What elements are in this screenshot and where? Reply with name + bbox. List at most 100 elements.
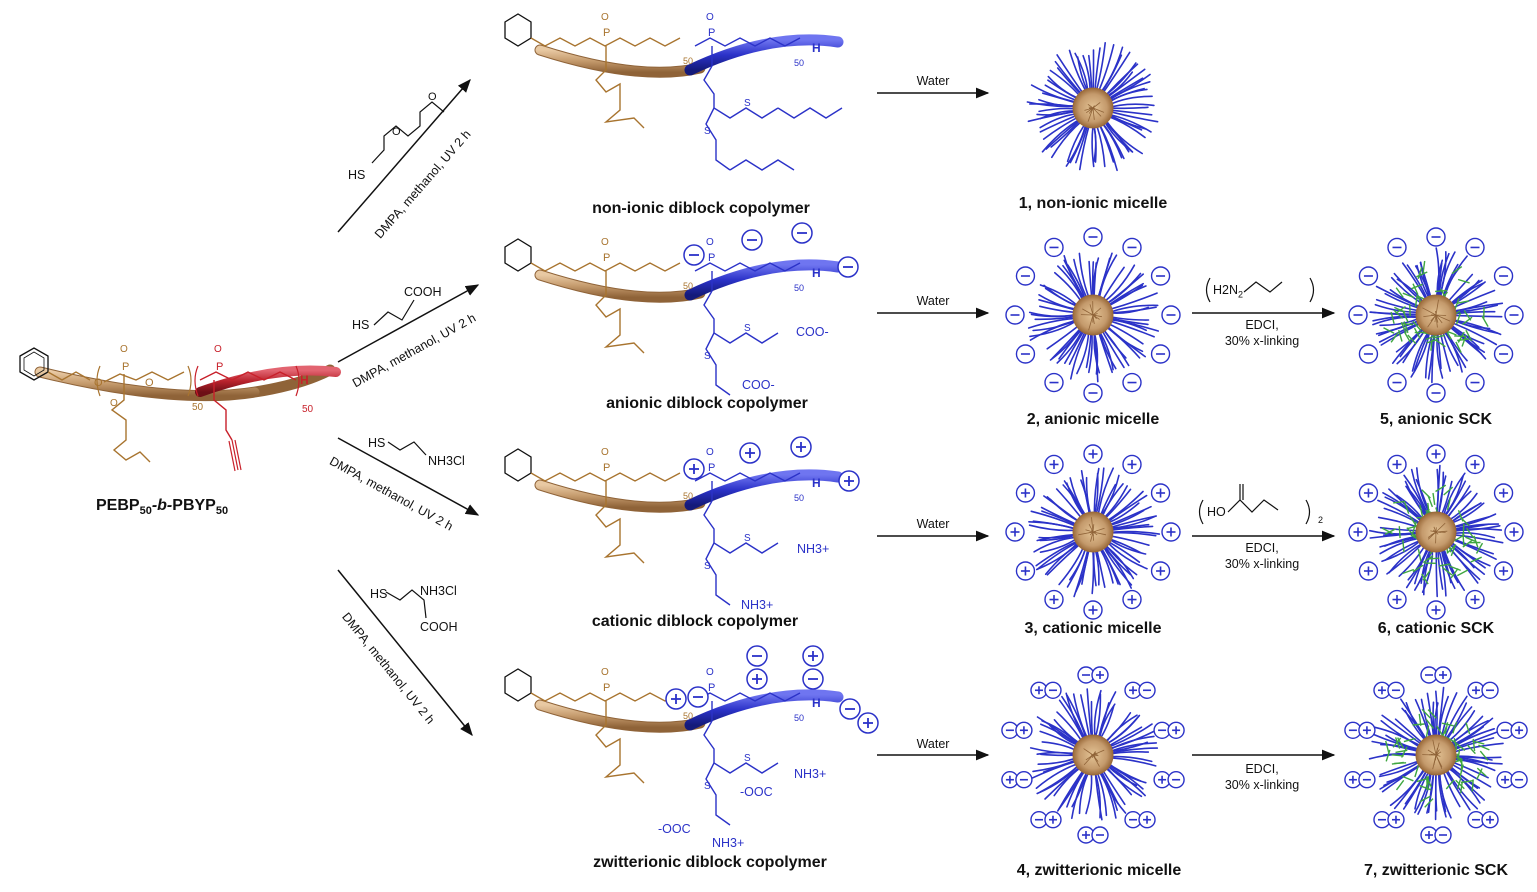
anionic-side-1: COO- (796, 325, 829, 339)
micelle-label-2: 2, anionic micelle (1027, 411, 1160, 429)
reagent-1-thiol: HS (348, 168, 365, 182)
svg-text:S: S (744, 98, 751, 109)
crosslink-cond-2b: 30% x-linking (1225, 557, 1299, 571)
svg-text:O: O (120, 344, 128, 355)
water-label-3: Water (917, 517, 950, 531)
svg-text:O: O (214, 344, 222, 355)
micelle-label-4: 4, zwitterionic micelle (1017, 862, 1182, 880)
svg-text:O: O (706, 447, 714, 458)
crosslink-cond-3b: 30% x-linking (1225, 778, 1299, 792)
reagent-4-acid: COOH (420, 620, 458, 634)
starting-material-label: PEBP50-b-PBYP50 (96, 497, 228, 517)
reagent-4-thiol: HS (370, 587, 387, 601)
svg-text:P: P (708, 682, 715, 694)
copolymer-label-anionic: anionic diblock copolymer (606, 395, 808, 413)
repeat-a: 50 (683, 491, 693, 501)
svg-text:O: O (706, 667, 714, 678)
repeat-b: 50 (794, 713, 804, 723)
svg-text:P: P (603, 252, 610, 264)
repeat-b: 50 (794, 58, 804, 68)
starting-polymer: O P O O O P O H 50 50 (20, 344, 336, 471)
svg-text:S: S (704, 351, 711, 362)
svg-text:P: P (708, 252, 715, 264)
repeat-a: 50 (683, 281, 693, 291)
reagent-2-acid: COOH (404, 285, 442, 299)
svg-text:P: P (122, 361, 129, 373)
svg-text:S: S (704, 561, 711, 572)
repeat-a: 50 (683, 711, 693, 721)
svg-text:S: S (704, 781, 711, 792)
crosslink-cond-1a: EDCI, (1245, 318, 1278, 332)
copolymer-end-group: H (812, 476, 821, 490)
repeat-a: 50 (683, 56, 693, 66)
micelle-3 (1006, 445, 1180, 619)
svg-text:P: P (708, 27, 715, 39)
zwitterionic-side-1: NH3+ (794, 767, 826, 781)
repeat-right: 50 (302, 404, 314, 415)
svg-text:O: O (392, 126, 401, 138)
repeat-b: 50 (794, 283, 804, 293)
cationic-side-1: NH3+ (797, 542, 829, 556)
micelle-1 (1027, 43, 1157, 171)
svg-text:P: P (708, 462, 715, 474)
svg-text:S: S (744, 753, 751, 764)
svg-text:S: S (704, 126, 711, 137)
svg-text:S: S (744, 323, 751, 334)
zwitterionic-side-1b: -OOC (740, 785, 773, 799)
svg-text:P: P (603, 27, 610, 39)
svg-text:P: P (603, 682, 610, 694)
sck-label-7: 7, zwitterionic SCK (1364, 862, 1508, 880)
svg-text:P: P (216, 361, 223, 373)
water-label-2: Water (917, 294, 950, 308)
copolymer-end-group: H (812, 696, 821, 710)
sck-5 (1349, 228, 1523, 402)
svg-text:S: S (744, 533, 751, 544)
copolymer-end-group: H (812, 266, 821, 280)
reagent-4-amine: NH3Cl (420, 584, 457, 598)
svg-text:O: O (110, 398, 118, 409)
reagent-2-thiol: HS (352, 318, 369, 332)
copolymer-label-zwitterionic: zwitterionic diblock copolymer (593, 854, 827, 872)
micelle-label-3: 3, cationic micelle (1025, 620, 1162, 638)
svg-text:O: O (601, 12, 609, 23)
zwitterionic-side-2: -OOC (658, 822, 691, 836)
svg-text:P: P (603, 462, 610, 474)
anionic-side-2: COO- (742, 378, 775, 392)
micelle-drawings (1002, 43, 1527, 843)
svg-text:O: O (706, 12, 714, 23)
sck-label-5: 5, anionic SCK (1380, 411, 1492, 429)
reagent-3-thiol: HS (368, 436, 385, 450)
crosslinker-2: HO (1207, 505, 1226, 519)
sck-label-6: 6, cationic SCK (1378, 620, 1494, 638)
svg-text:O: O (601, 447, 609, 458)
crosslinker-1: H2N2 (1213, 283, 1243, 300)
crosslink-cond-2a: EDCI, (1245, 541, 1278, 555)
micelle-4 (1002, 667, 1184, 843)
crosslink-cond-3a: EDCI, (1245, 762, 1278, 776)
svg-text:O: O (428, 91, 437, 103)
repeat-left: 50 (192, 402, 204, 413)
crosslinker-2-sub: 2 (1318, 515, 1323, 525)
micelle-label-1: 1, non-ionic micelle (1019, 195, 1167, 213)
repeat-b: 50 (794, 493, 804, 503)
svg-text:O: O (145, 377, 154, 389)
crosslink-cond-1b: 30% x-linking (1225, 334, 1299, 348)
svg-text:O: O (94, 377, 103, 389)
water-label-1: Water (917, 74, 950, 88)
copolymer-label-cationic: cationic diblock copolymer (592, 613, 798, 631)
svg-text:O: O (601, 667, 609, 678)
sck-7 (1345, 667, 1527, 843)
svg-text:O: O (601, 237, 609, 248)
reagent-3-amine: NH3Cl (428, 454, 465, 468)
end-group: H (300, 373, 309, 387)
zwitterionic-side-2b: NH3+ (712, 836, 744, 850)
cationic-side-2: NH3+ (741, 598, 773, 612)
copolymer-end-group: H (812, 41, 821, 55)
